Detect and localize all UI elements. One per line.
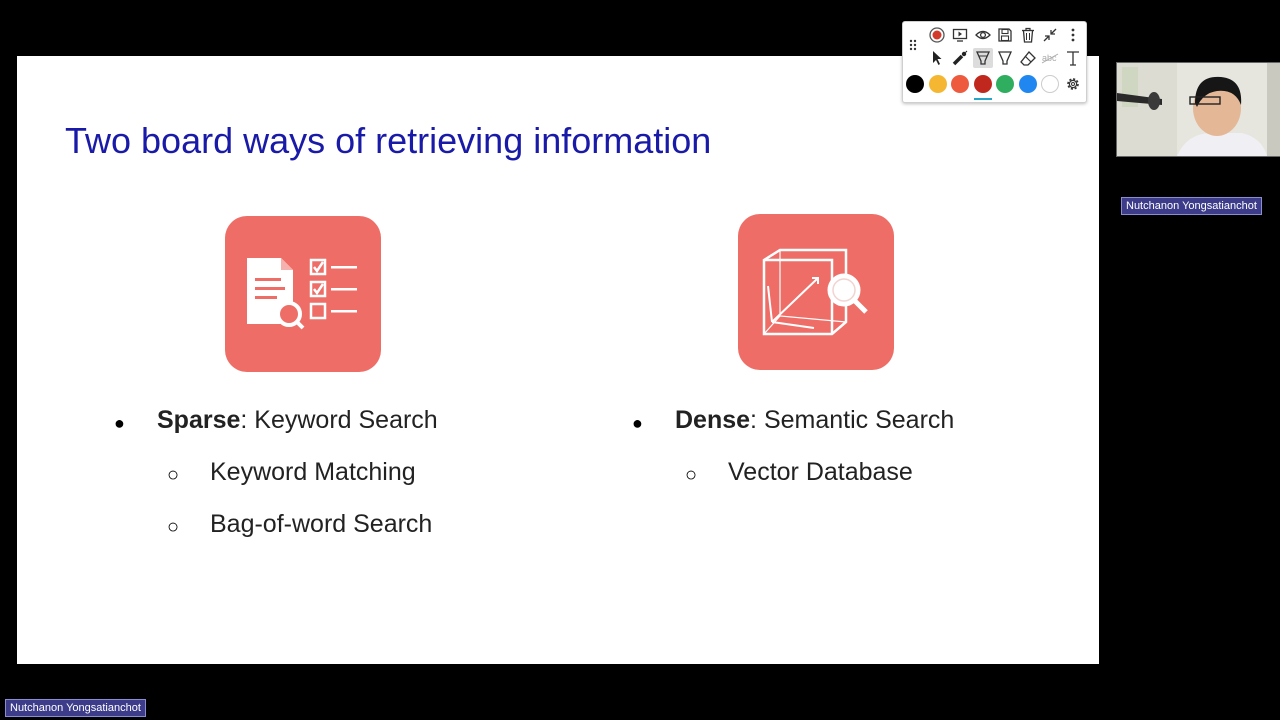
drag-handle-icon[interactable] — [906, 37, 920, 53]
highlighter-icon[interactable] — [973, 48, 993, 68]
vector-cube-search-icon — [738, 214, 894, 370]
collapse-icon[interactable] — [1040, 25, 1060, 45]
color-swatch-yellow[interactable] — [929, 75, 947, 93]
more-icon[interactable] — [1063, 25, 1083, 45]
participant-video[interactable] — [1116, 62, 1280, 157]
bullet-marker: ● — [114, 413, 125, 433]
slideshow-icon[interactable] — [950, 25, 970, 45]
text-icon[interactable] — [1063, 48, 1083, 68]
document-checklist-search-icon — [225, 216, 381, 372]
bullet-dense-desc: : Semantic Search — [750, 406, 955, 434]
subbullet-keyword-matching: Keyword Matching — [210, 458, 416, 486]
marker-icon[interactable] — [995, 48, 1015, 68]
subbullet-marker: ○ — [685, 464, 698, 486]
color-swatch-red[interactable] — [974, 75, 992, 93]
bullet-sparse: Sparse: Keyword Search — [157, 406, 438, 435]
bullet-dense: Dense: Semantic Search — [675, 406, 954, 435]
bullet-marker: ● — [632, 413, 643, 433]
color-swatch-blue[interactable] — [1019, 75, 1037, 93]
color-swatch-black[interactable] — [906, 75, 924, 93]
subbullet-bag-of-word-search: Bag-of-word Search — [210, 510, 433, 538]
svg-text:abc: abc — [1042, 53, 1057, 63]
bullet-sparse-term: Sparse — [157, 406, 241, 434]
subbullet-vector-database: Vector Database — [728, 458, 913, 486]
eraser-icon[interactable] — [1018, 48, 1038, 68]
color-swatch-green[interactable] — [996, 75, 1014, 93]
color-swatch-orange[interactable] — [951, 75, 969, 93]
trash-icon[interactable] — [1018, 25, 1038, 45]
record-icon[interactable] — [927, 25, 947, 45]
text-strike-icon[interactable]: abc — [1040, 48, 1060, 68]
presentation-slide: Two board ways of retrieving information — [17, 56, 1099, 664]
bullet-sparse-desc: : Keyword Search — [240, 406, 438, 434]
presenter-name-tag: Nutchanon Yongsatianchot — [5, 699, 146, 717]
subbullet-marker: ○ — [167, 516, 180, 538]
pointer-icon[interactable] — [927, 48, 947, 68]
slide-title: Two board ways of retrieving information — [65, 120, 712, 161]
eye-icon[interactable] — [973, 25, 993, 45]
save-icon[interactable] — [995, 25, 1015, 45]
annotation-toolbar: abc — [902, 21, 1087, 103]
subbullet-marker: ○ — [167, 464, 180, 486]
bullet-dense-term: Dense — [675, 406, 751, 434]
color-swatch-white[interactable] — [1041, 75, 1059, 93]
laser-pen-icon[interactable] — [950, 48, 970, 68]
gear-icon[interactable] — [1063, 74, 1083, 94]
selected-color-indicator — [974, 98, 992, 100]
participant-name-tag: Nutchanon Yongsatianchot — [1121, 197, 1262, 215]
